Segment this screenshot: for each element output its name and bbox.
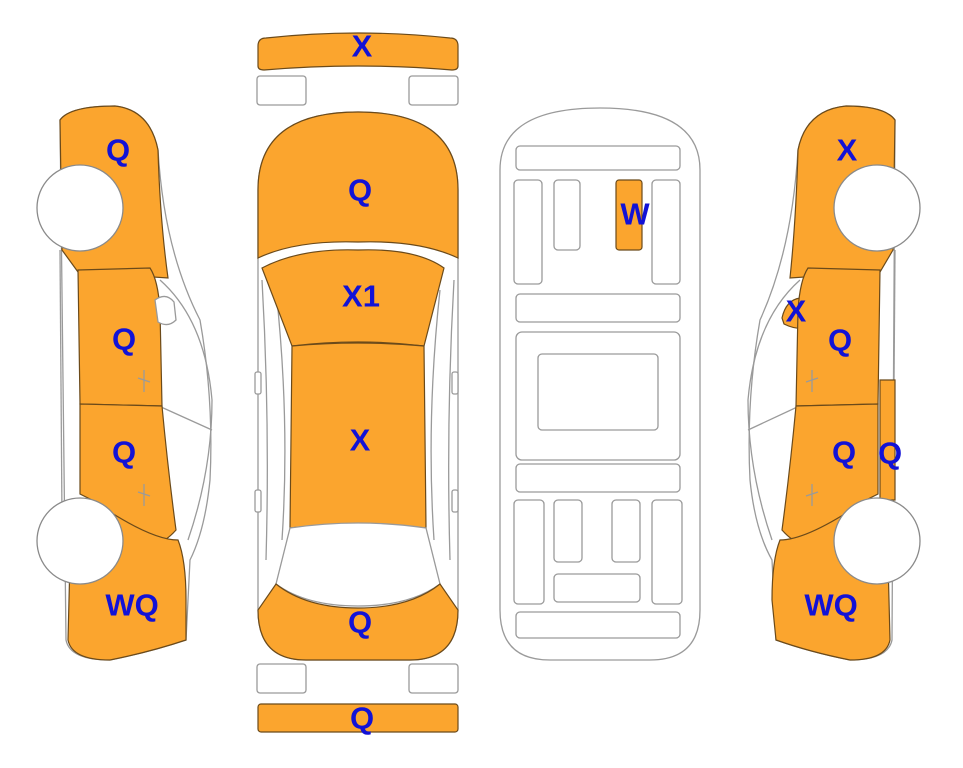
right-rear-wheel — [833, 497, 921, 585]
under-part-5 — [651, 179, 681, 285]
hood-panel[interactable] — [257, 111, 459, 259]
under-part-3 — [553, 179, 581, 251]
left-side-view — [36, 105, 213, 661]
top-left-mirror — [254, 371, 262, 395]
right-rear-door-edge-panel[interactable] — [879, 379, 896, 501]
trunk-code: Q — [348, 605, 372, 640]
top-left-door-line — [275, 289, 286, 541]
right-mirror-code: X — [786, 294, 807, 329]
front-right-light — [408, 75, 459, 106]
left-sill-line — [59, 249, 63, 521]
under-part-6 — [515, 293, 681, 323]
top-left-side-line — [261, 279, 268, 561]
front-bumper-code: X — [352, 29, 373, 64]
top-right-handle — [451, 489, 459, 513]
front-left-light — [256, 75, 307, 106]
underbody-front-code: W — [620, 197, 650, 232]
left-rear-door-handle — [137, 484, 151, 506]
right-rear-door-edge-code: Q — [878, 436, 902, 471]
rear-window — [275, 522, 441, 607]
underbody-view — [499, 107, 701, 661]
damage-codes: X Q X1 X Q Q Q Q Q WQ W X X Q Q Q WQ — [105, 29, 902, 736]
under-part-12 — [611, 499, 641, 563]
under-part-10 — [513, 499, 545, 605]
top-right-side-line — [448, 279, 455, 561]
underbody-outline — [499, 107, 701, 661]
left-rear-quarter-code: WQ — [105, 588, 158, 623]
under-part-14 — [553, 573, 641, 603]
right-rear-quarter-code: WQ — [804, 588, 857, 623]
windshield-panel[interactable] — [261, 249, 445, 347]
hood-code: Q — [348, 173, 372, 208]
underbody-front-panel[interactable] — [615, 179, 643, 251]
under-part-13 — [651, 499, 683, 605]
right-front-door-code: Q — [828, 323, 852, 358]
left-front-door-handle — [137, 370, 151, 392]
top-right-mirror — [451, 371, 459, 395]
top-view — [254, 32, 459, 733]
right-front-fender-code: X — [837, 133, 858, 168]
trunk-panel[interactable] — [257, 583, 459, 661]
right-side-view — [747, 105, 921, 661]
right-front-door-panel[interactable] — [795, 267, 881, 407]
rear-bumper-panel[interactable] — [257, 703, 459, 733]
right-front-door-handle — [805, 370, 819, 392]
under-part-15 — [515, 611, 681, 639]
left-rear-door-code: Q — [112, 435, 136, 470]
windshield-code: X1 — [342, 279, 380, 314]
right-front-wheel — [833, 164, 921, 252]
under-part-7 — [515, 331, 681, 461]
left-front-door-panel[interactable] — [77, 267, 163, 407]
rear-bumper-code: Q — [350, 701, 374, 736]
left-front-door-code: Q — [112, 322, 136, 357]
left-front-wheel — [36, 164, 124, 252]
left-front-fender-code: Q — [106, 133, 130, 168]
under-part-8 — [537, 353, 659, 431]
top-right-door-line — [430, 289, 441, 541]
right-window-line — [747, 279, 801, 541]
under-part-11 — [553, 499, 583, 563]
left-window-line — [159, 279, 213, 541]
under-part-9 — [515, 463, 681, 493]
left-rear-wheel — [36, 497, 124, 585]
under-part-1 — [515, 145, 681, 171]
rear-right-light — [408, 663, 459, 694]
right-rear-door-code: Q — [832, 435, 856, 470]
rear-left-light — [256, 663, 307, 694]
right-rear-door-handle — [805, 484, 819, 506]
front-bumper-panel[interactable] — [257, 32, 459, 71]
roof-code: X — [350, 423, 371, 458]
left-small-window — [154, 295, 177, 326]
top-left-handle — [254, 489, 262, 513]
under-part-2 — [513, 179, 543, 285]
